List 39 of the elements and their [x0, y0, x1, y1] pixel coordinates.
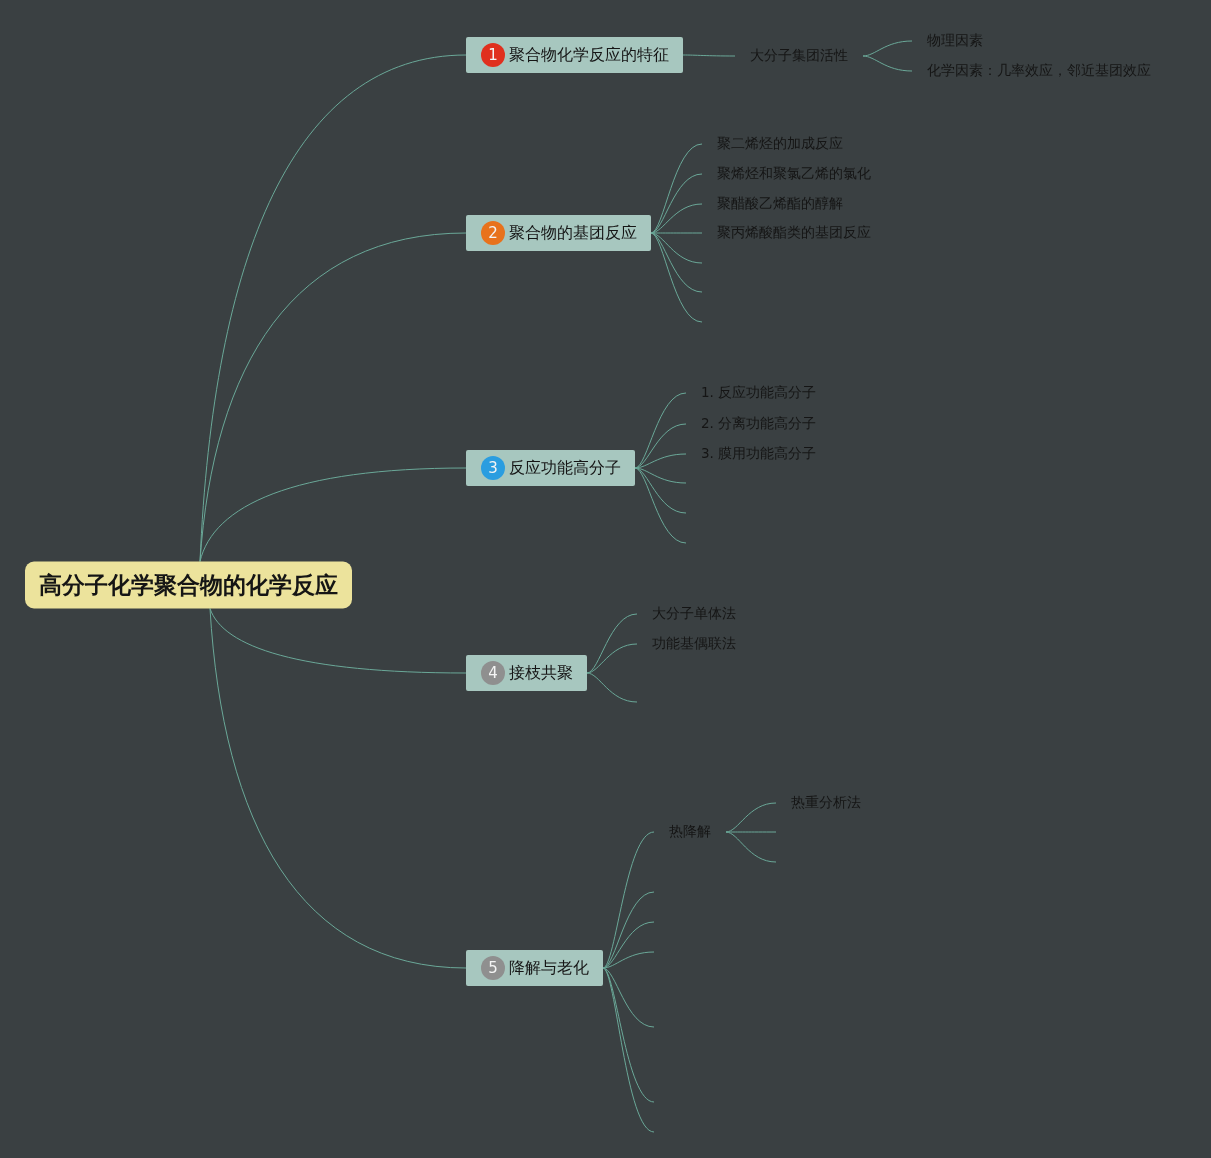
branch-line	[209, 608, 467, 674]
branch-line	[602, 951, 655, 969]
branch-line	[586, 643, 638, 674]
central-topic-box: 高分子化学聚合物的化学反应	[25, 561, 352, 609]
branch-line	[602, 831, 655, 969]
number-badge: 1	[481, 43, 505, 67]
branch-line	[199, 54, 467, 562]
branch-line	[650, 232, 703, 323]
branch-line	[725, 831, 777, 833]
branch-line	[586, 672, 638, 703]
branch-line	[634, 467, 687, 544]
branch-line	[650, 173, 703, 234]
branch-line	[209, 608, 467, 969]
topic-label: 接枝共聚	[509, 662, 573, 684]
topic-label: 聚合物化学反应的特征	[509, 44, 669, 66]
branch-line	[682, 54, 736, 57]
branch-line	[199, 232, 467, 562]
branch-line	[862, 55, 913, 72]
branch-line	[602, 967, 655, 1133]
topic-box	[466, 655, 587, 691]
topic-box	[466, 37, 683, 73]
topic-label: 降解与老化	[509, 957, 589, 979]
branch-line	[725, 831, 777, 863]
number-badge: 4	[481, 661, 505, 685]
topic-label: 反应功能高分子	[509, 457, 621, 479]
topic-box	[466, 450, 635, 486]
branch-line	[862, 40, 913, 57]
branch-line	[199, 467, 467, 562]
topic-box	[466, 950, 603, 986]
branch-line	[602, 967, 655, 1028]
number-badge: 5	[481, 956, 505, 980]
topic-box	[466, 215, 651, 251]
branch-line	[634, 392, 687, 469]
number-badge: 2	[481, 221, 505, 245]
topic-label: 聚合物的基团反应	[509, 222, 637, 244]
number-badge: 3	[481, 456, 505, 480]
branch-line	[586, 613, 638, 674]
branch-line	[634, 453, 687, 469]
branch-line	[602, 891, 655, 969]
